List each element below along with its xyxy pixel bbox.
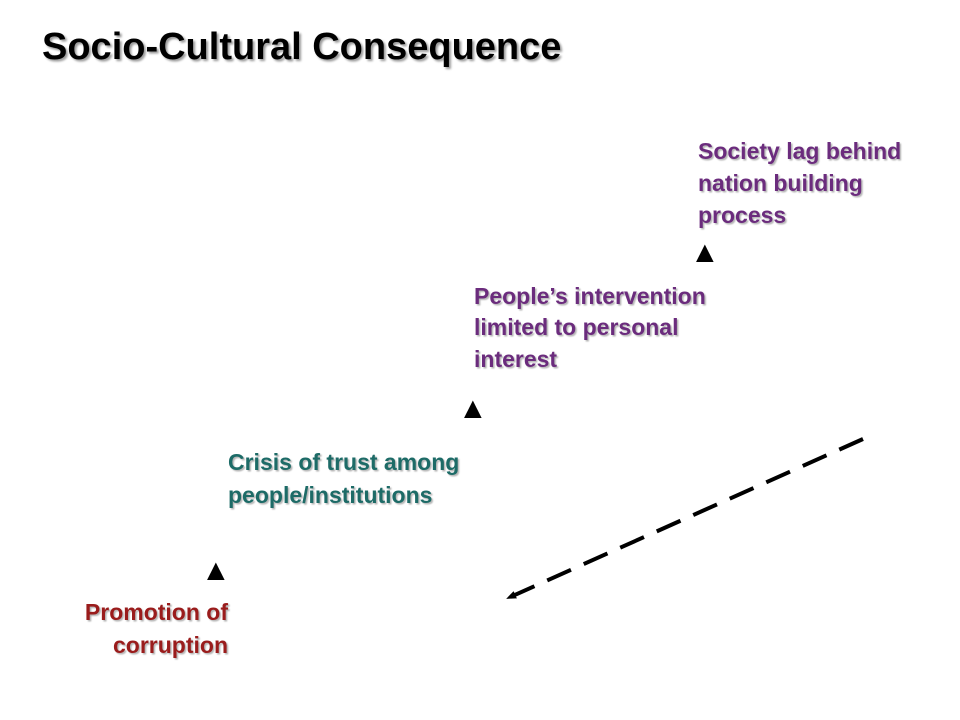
up-arrow-icon: ▲ [690, 236, 720, 269]
step-crisis-of-trust: Crisis of trust among people/institution… [228, 449, 460, 508]
step-peoples-intervention: People’s intervention limited to persona… [474, 283, 706, 372]
step-promotion-of-corruption: Promotion of corruption [84, 599, 228, 658]
page-title: Socio-Cultural Consequence [42, 26, 562, 68]
feedback-dashed-line [506, 437, 864, 600]
up-arrow-icon: ▲ [201, 554, 231, 587]
up-arrow-icon: ▲ [458, 392, 488, 425]
step-society-lag-behind: Society lag behind nation building proce… [698, 138, 902, 228]
